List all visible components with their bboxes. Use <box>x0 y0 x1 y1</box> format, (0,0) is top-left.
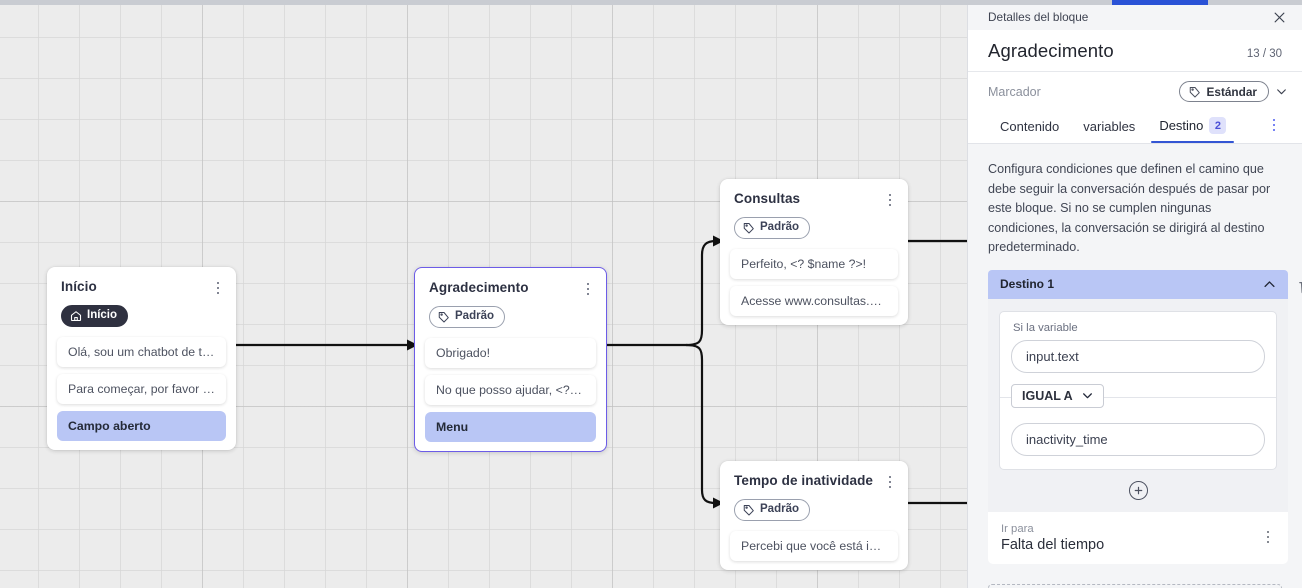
marcador-pill[interactable]: Estándar <box>1178 81 1269 102</box>
tab-label: Destino <box>1159 118 1204 133</box>
node-messages: Obrigado! No que posso ajudar, <? $name … <box>415 328 606 442</box>
goto-label: Ir para <box>1001 522 1034 535</box>
node-tag-padrao[interactable]: Padrão <box>734 217 810 239</box>
node-menu-button[interactable] <box>882 191 898 209</box>
marcador-label: Marcador <box>988 84 1041 99</box>
node-title: Consultas <box>734 191 801 206</box>
block-name[interactable]: Agradecimento <box>988 40 1114 61</box>
node-tag-label: Padrão <box>760 221 799 233</box>
node-message[interactable]: Para começar, por favor digite o ... <box>57 373 226 404</box>
trash-icon <box>1299 281 1302 293</box>
node-tag-label: Padrão <box>455 310 494 322</box>
add-condition-row <box>988 470 1288 512</box>
node-header: Agradecimento <box>415 268 606 298</box>
tab-variables[interactable]: variables <box>1071 113 1147 143</box>
node-message[interactable]: Perfeito, <? $name ?>! <box>730 248 898 279</box>
tab-label: variables <box>1083 119 1136 134</box>
block-details-panel: Detalles del bloque Agradecimento 13 / 3… <box>967 0 1302 588</box>
chevron-down-icon[interactable] <box>1275 85 1288 98</box>
marcador-value: Estándar <box>1206 84 1257 99</box>
tag-icon <box>743 504 754 516</box>
operator-value: IGUAL A <box>1022 388 1073 403</box>
node-title: Tempo de inatividade <box>734 473 874 488</box>
node-menu-button[interactable] <box>882 473 898 491</box>
tab-contenido[interactable]: Contenido <box>988 113 1071 143</box>
tab-destino[interactable]: Destino 2 <box>1147 111 1238 143</box>
marcador-row: Marcador Estándar <box>968 72 1302 111</box>
panel-header: Detalles del bloque <box>968 0 1302 30</box>
tabs-overflow-menu-button[interactable] <box>1258 111 1290 143</box>
node-input-chip[interactable]: Menu <box>425 411 596 442</box>
operator-row: IGUAL A <box>1000 383 1276 412</box>
condition-label: Si la variable <box>1013 321 1078 334</box>
node-inicio[interactable]: Início Início Olá, sou um chatbot de tes… <box>47 267 236 450</box>
tag-icon <box>438 311 449 323</box>
node-header: Início <box>47 267 236 297</box>
node-title: Início <box>61 279 97 294</box>
condition-box: Si la variable input.text IGUAL A inacti… <box>999 310 1277 470</box>
node-consultas[interactable]: Consultas Padrão Perfeito, <? $name ?>! … <box>720 179 908 325</box>
top-scrollbar-track[interactable] <box>0 0 1302 5</box>
node-tag-label: Início <box>87 309 118 321</box>
flow-canvas[interactable]: Início Início Olá, sou um chatbot de tes… <box>0 0 967 588</box>
node-header: Tempo de inatividade <box>720 461 908 491</box>
home-icon <box>70 311 82 321</box>
operator-select[interactable]: IGUAL A <box>1011 383 1104 408</box>
node-menu-button[interactable] <box>210 279 226 297</box>
node-message[interactable]: Olá, sou um chatbot de teste! <box>57 336 226 367</box>
tag-icon <box>1189 86 1200 97</box>
node-tempo-inatividade[interactable]: Tempo de inatividade Padrão Percebi que … <box>720 461 908 570</box>
chevron-up-icon[interactable] <box>1262 277 1277 292</box>
char-counter: 13 / 30 <box>1246 48 1282 60</box>
goto-menu-button[interactable] <box>1260 529 1276 546</box>
node-input-chip[interactable]: Campo aberto <box>57 410 226 441</box>
add-condition-button[interactable] <box>1128 480 1148 500</box>
node-menu-button[interactable] <box>580 280 596 298</box>
panel-tabs: Contenido variables Destino 2 <box>968 111 1302 144</box>
tab-label: Contenido <box>1000 119 1060 134</box>
plus-circle-icon <box>1134 486 1142 494</box>
marcador-control[interactable]: Estándar <box>1178 81 1288 102</box>
node-messages: Percebi que você está inativo. C... <box>720 521 908 561</box>
destination-card: Destino 1 Si la variable input.text IGUA… <box>988 269 1302 565</box>
tab-badge-count: 2 <box>1209 117 1227 134</box>
add-destination-button[interactable]: Agregar destino <box>988 584 1282 588</box>
chevron-down-icon <box>1082 393 1092 399</box>
node-message[interactable]: Percebi que você está inativo. C... <box>730 530 898 561</box>
node-tag-padrao[interactable]: Padrão <box>429 306 505 328</box>
node-tag-label: Padrão <box>760 503 799 515</box>
variable-input[interactable]: input.text <box>1011 339 1265 373</box>
node-message[interactable]: Acesse www.consultas.com par... <box>730 285 898 316</box>
goto-text: Ir para Falta del tiempo <box>1001 522 1104 554</box>
block-title-row: Agradecimento 13 / 30 <box>968 30 1302 72</box>
node-message[interactable]: Obrigado! <box>425 337 596 368</box>
destino-description: Configura condiciones que definen el cam… <box>988 162 1271 255</box>
goto-value: Falta del tiempo <box>1001 537 1105 554</box>
panel-content: Configura condiciones que definen el cam… <box>968 144 1302 588</box>
node-tag-inicio[interactable]: Início <box>61 305 129 327</box>
node-messages: Olá, sou um chatbot de teste! Para começ… <box>47 327 236 441</box>
compare-value-input[interactable]: inactivity_time <box>1011 422 1265 456</box>
node-header: Consultas <box>720 179 908 209</box>
close-icon <box>1274 12 1284 22</box>
node-title: Agradecimento <box>429 280 529 295</box>
top-scrollbar-thumb[interactable] <box>1112 0 1208 5</box>
node-tag-padrao[interactable]: Padrão <box>734 499 810 521</box>
close-panel-button[interactable] <box>1269 7 1289 27</box>
node-message[interactable]: No que posso ajudar, <? $name ... <box>425 374 596 405</box>
tag-icon <box>743 222 754 234</box>
destination-title: Destino 1 <box>1000 277 1055 292</box>
delete-destination-button[interactable] <box>1297 278 1302 296</box>
goto-row[interactable]: Ir para Falta del tiempo <box>988 511 1288 565</box>
panel-header-title: Detalles del bloque <box>988 10 1089 24</box>
node-agradecimento[interactable]: Agradecimento Padrão Obrigado! No que po… <box>414 267 607 452</box>
node-messages: Perfeito, <? $name ?>! Acesse www.consul… <box>720 239 908 316</box>
destination-header[interactable]: Destino 1 <box>988 269 1288 299</box>
